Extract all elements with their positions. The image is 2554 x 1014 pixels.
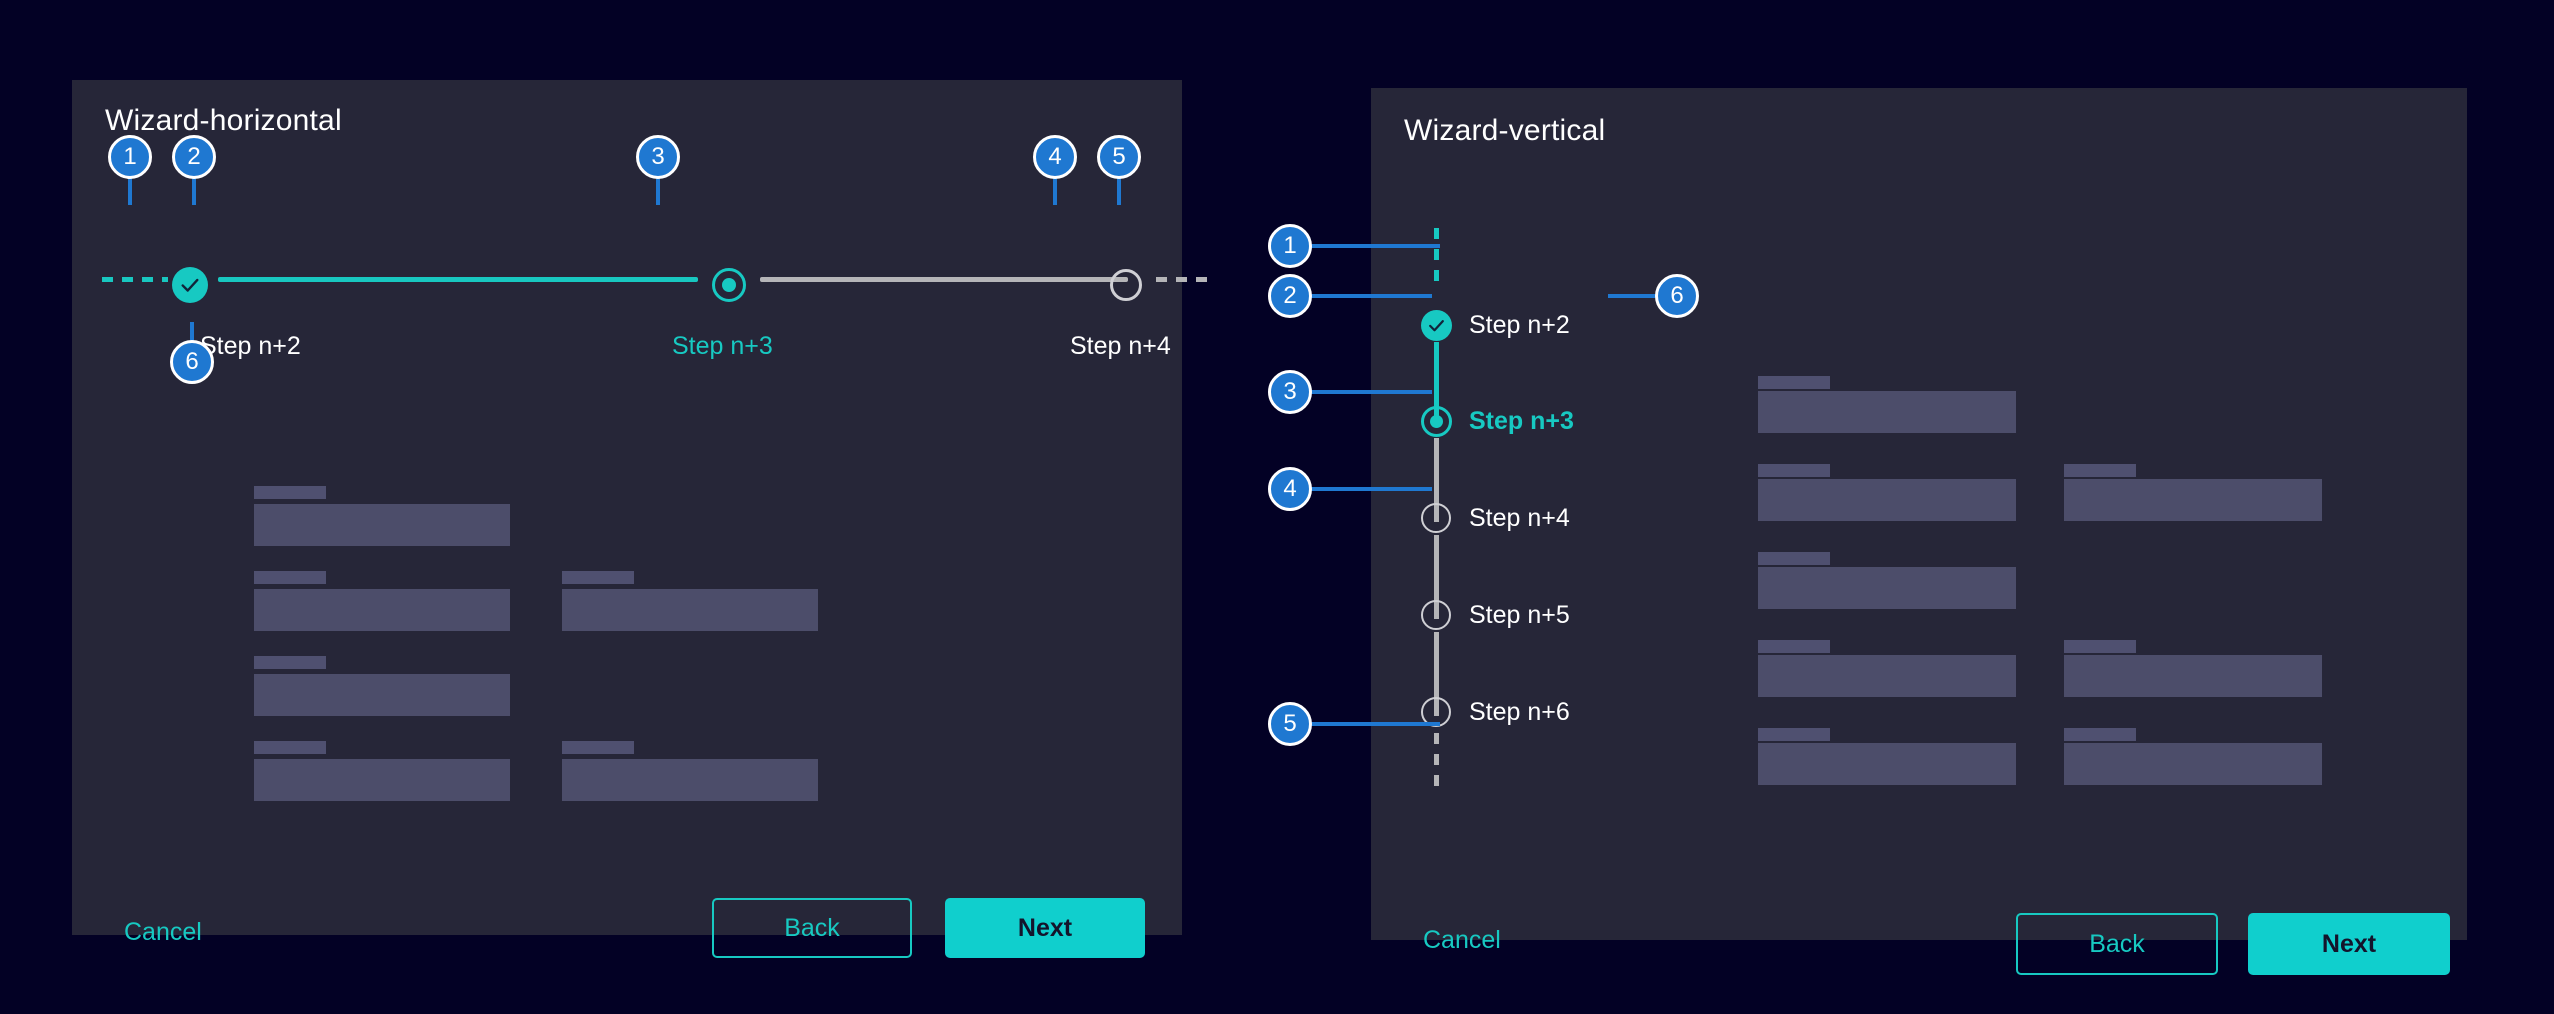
vertical-next-button[interactable]: Next (2248, 913, 2450, 975)
vertical-rail-completed (1434, 342, 1439, 424)
skeleton-field[interactable] (2064, 479, 2322, 521)
callout-marker-h4[interactable]: 4 (1033, 135, 1077, 179)
callout-marker-v6[interactable]: 6 (1655, 274, 1699, 318)
skeleton-label (1758, 640, 1830, 653)
vertical-stepper: Step n+2 Step n+3 Step n+4 (1421, 228, 1841, 791)
callout-marker-v3[interactable]: 3 (1268, 370, 1312, 414)
skeleton-label (254, 571, 326, 584)
skeleton-field[interactable] (254, 589, 510, 631)
callout-leader-h1 (128, 175, 132, 205)
horizontal-stepper (72, 252, 1216, 308)
skeleton-label (2064, 728, 2136, 741)
skeleton-label (1758, 728, 1830, 741)
horizontal-step-label-2[interactable]: Step n+3 (672, 332, 773, 360)
vertical-rail-upcoming (1434, 438, 1439, 522)
vertical-step-label[interactable]: Step n+5 (1469, 601, 1570, 629)
callout-marker-h1[interactable]: 1 (108, 135, 152, 179)
callout-leader-v1 (1300, 244, 1440, 248)
horizontal-track-upcoming (760, 277, 1128, 282)
skeleton-label (1758, 464, 1830, 477)
vertical-step-node-upcoming[interactable] (1421, 503, 1451, 533)
callout-leader-h3 (656, 175, 660, 205)
skeleton-label (562, 741, 634, 754)
horizontal-next-button[interactable]: Next (945, 898, 1145, 958)
vertical-step-node-current[interactable] (1421, 406, 1452, 437)
skeleton-field[interactable] (254, 759, 510, 801)
callout-leader-h4 (1053, 175, 1057, 205)
check-icon (181, 278, 199, 292)
callout-marker-v4[interactable]: 4 (1268, 467, 1312, 511)
callout-leader-h5 (1117, 175, 1121, 205)
vertical-step-label[interactable]: Step n+2 (1469, 311, 1570, 339)
callout-leader-v4 (1300, 487, 1432, 491)
wizard-vertical-card: Wizard-vertical Step n+2 Step (1371, 88, 2467, 975)
horizontal-step-node-current[interactable] (712, 268, 746, 302)
skeleton-label (562, 571, 634, 584)
skeleton-label (254, 741, 326, 754)
vertical-step-node-upcoming[interactable] (1421, 600, 1451, 630)
callout-leader-h6 (190, 322, 194, 346)
skeleton-field[interactable] (1758, 479, 2016, 521)
skeleton-label (1758, 552, 1830, 565)
vertical-step-row[interactable]: Step n+3 (1421, 406, 1841, 438)
skeleton-field[interactable] (254, 504, 510, 546)
current-step-dot (722, 278, 736, 292)
skeleton-field[interactable] (1758, 567, 2016, 609)
vertical-step-label[interactable]: Step n+4 (1469, 504, 1570, 532)
horizontal-step-node-complete[interactable] (172, 267, 208, 303)
vertical-step-label[interactable]: Step n+3 (1469, 407, 1574, 435)
callout-leader-h2 (192, 175, 196, 205)
vertical-step-row[interactable]: Step n+4 (1421, 503, 1841, 535)
vertical-rail-upcoming (1434, 535, 1439, 619)
vertical-cancel-button[interactable]: Cancel (1423, 926, 1501, 954)
callout-leader-v2 (1300, 294, 1432, 298)
wizard-vertical-title: Wizard-vertical (1404, 114, 1606, 147)
vertical-rail-upcoming (1434, 632, 1439, 716)
skeleton-field[interactable] (254, 674, 510, 716)
vertical-leading-dashed-line (1434, 228, 1439, 288)
vertical-trailing-dashed-line (1434, 733, 1439, 791)
skeleton-field[interactable] (1758, 743, 2016, 785)
horizontal-step-label-3[interactable]: Step n+4 (1070, 332, 1171, 360)
callout-marker-v1[interactable]: 1 (1268, 224, 1312, 268)
vertical-step-label[interactable]: Step n+6 (1469, 698, 1570, 726)
horizontal-track-completed (218, 277, 698, 282)
callout-leader-v5 (1300, 722, 1440, 726)
callout-marker-h3[interactable]: 3 (636, 135, 680, 179)
callout-marker-v2[interactable]: 2 (1268, 274, 1312, 318)
horizontal-step-node-upcoming[interactable] (1110, 269, 1142, 301)
check-icon (1429, 320, 1444, 332)
callout-leader-v6 (1608, 294, 1686, 298)
horizontal-back-button[interactable]: Back (712, 898, 912, 958)
vertical-back-button[interactable]: Back (2016, 913, 2218, 975)
callout-marker-v5[interactable]: 5 (1268, 702, 1312, 746)
callout-leader-v3 (1300, 390, 1432, 394)
horizontal-leading-dashed-line (102, 277, 168, 282)
skeleton-field[interactable] (1758, 391, 2016, 433)
skeleton-label (254, 656, 326, 669)
vertical-step-row[interactable]: Step n+2 (1421, 310, 1841, 342)
skeleton-label (1758, 376, 1830, 389)
wizard-horizontal-title: Wizard-horizontal (105, 104, 342, 137)
callout-marker-h5[interactable]: 5 (1097, 135, 1141, 179)
current-step-dot (1430, 415, 1443, 428)
horizontal-trailing-dashed-line (1156, 277, 1216, 282)
skeleton-label (254, 486, 326, 499)
skeleton-field[interactable] (1758, 655, 2016, 697)
vertical-step-row[interactable]: Step n+5 (1421, 600, 1841, 632)
skeleton-field[interactable] (2064, 743, 2322, 785)
skeleton-label (2064, 464, 2136, 477)
vertical-step-node-complete[interactable] (1421, 310, 1452, 341)
horizontal-step-label-1[interactable]: Step n+2 (200, 332, 301, 360)
wizard-horizontal-card: Wizard-horizontal (72, 80, 1216, 958)
horizontal-cancel-button[interactable]: Cancel (124, 918, 202, 946)
callout-marker-h6[interactable]: 6 (170, 340, 214, 384)
callout-marker-h2[interactable]: 2 (172, 135, 216, 179)
skeleton-label (2064, 640, 2136, 653)
skeleton-field[interactable] (562, 759, 818, 801)
vertical-step-row[interactable]: Step n+6 (1421, 697, 1841, 729)
skeleton-field[interactable] (562, 589, 818, 631)
skeleton-field[interactable] (2064, 655, 2322, 697)
vertical-step-node-upcoming[interactable] (1421, 697, 1451, 727)
